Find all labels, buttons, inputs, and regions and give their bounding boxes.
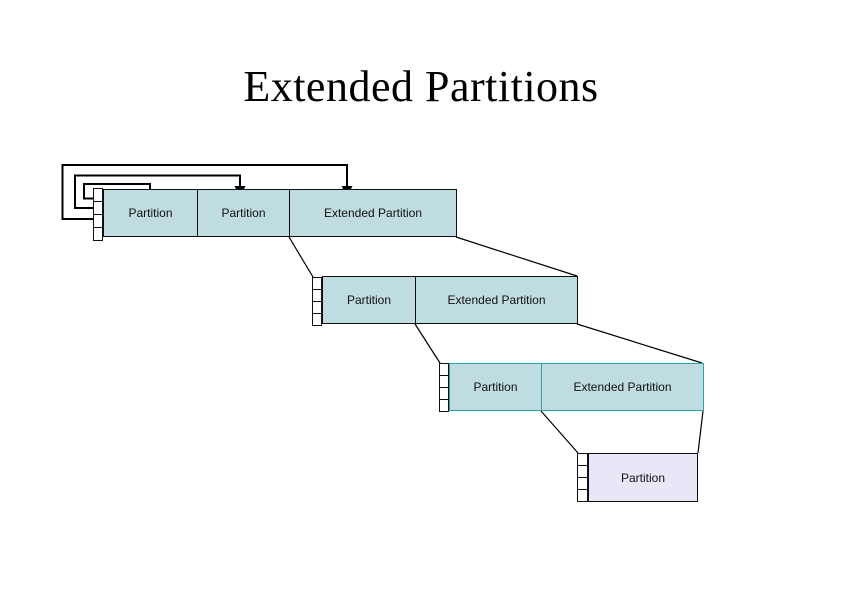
partition-segment: Partition — [103, 189, 198, 237]
extended-partition-segment: Extended Partition — [289, 189, 457, 237]
slide-title: Extended Partitions — [243, 62, 599, 111]
partition-segment: Partition — [449, 363, 542, 411]
partition-table — [439, 363, 449, 412]
partition-table-entry — [93, 201, 103, 215]
partition-table-entry — [93, 214, 103, 228]
partition-table-entry — [93, 227, 103, 241]
final-partition-segment: Partition — [588, 453, 698, 502]
partition-table-entry — [439, 399, 449, 412]
expansion-line — [414, 323, 441, 364]
extended-partition-segment: Extended Partition — [415, 276, 578, 324]
partition-segment: Partition — [197, 189, 290, 237]
partition-table-entry — [93, 188, 103, 202]
partition-segment: Partition — [322, 276, 416, 324]
extended-partition-expansion-lines — [288, 236, 704, 454]
partition-table-entry — [312, 313, 322, 326]
expansion-line — [697, 410, 704, 454]
expansion-line — [540, 410, 579, 454]
partition-table — [312, 277, 322, 326]
partition-table-entry — [577, 489, 588, 502]
partition-table — [93, 188, 103, 241]
expansion-line — [576, 323, 703, 364]
expansion-line — [288, 236, 314, 278]
partition-table — [577, 453, 588, 502]
expansion-line — [455, 236, 578, 277]
extended-partition-segment: Extended Partition — [541, 363, 704, 411]
